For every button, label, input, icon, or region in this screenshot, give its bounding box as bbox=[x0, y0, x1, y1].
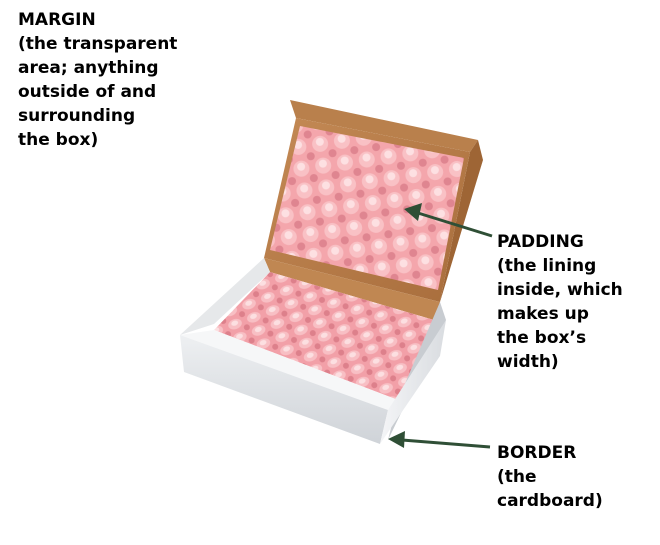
margin-title: MARGIN bbox=[18, 10, 96, 30]
base-front-wall bbox=[180, 335, 388, 444]
padding-arrow bbox=[404, 203, 493, 238]
box-lid bbox=[264, 100, 483, 302]
padding-label: PADDING (the lining inside, which makes … bbox=[497, 230, 623, 374]
lid-foam-padding bbox=[270, 126, 464, 290]
border-description: (the cardboard) bbox=[497, 467, 603, 511]
border-title: BORDER bbox=[497, 443, 577, 463]
base-side-wall bbox=[380, 320, 446, 444]
margin-description: (the transparent area; anything outside … bbox=[18, 34, 178, 150]
border-arrow bbox=[388, 431, 491, 449]
padding-title: PADDING bbox=[497, 232, 584, 252]
base-front-rim bbox=[180, 330, 398, 410]
base-left-inner-wall bbox=[180, 258, 270, 335]
lid-side-edge bbox=[440, 140, 483, 302]
base-foam-padding bbox=[214, 272, 434, 400]
base-back-wall bbox=[264, 258, 440, 320]
padding-description: (the lining inside, which makes up the b… bbox=[497, 256, 623, 372]
box-base bbox=[180, 258, 446, 444]
margin-label: MARGIN (the transparent area; anything o… bbox=[18, 8, 177, 152]
lid-top-flap bbox=[290, 100, 478, 152]
border-label: BORDER (the cardboard) bbox=[497, 441, 603, 513]
